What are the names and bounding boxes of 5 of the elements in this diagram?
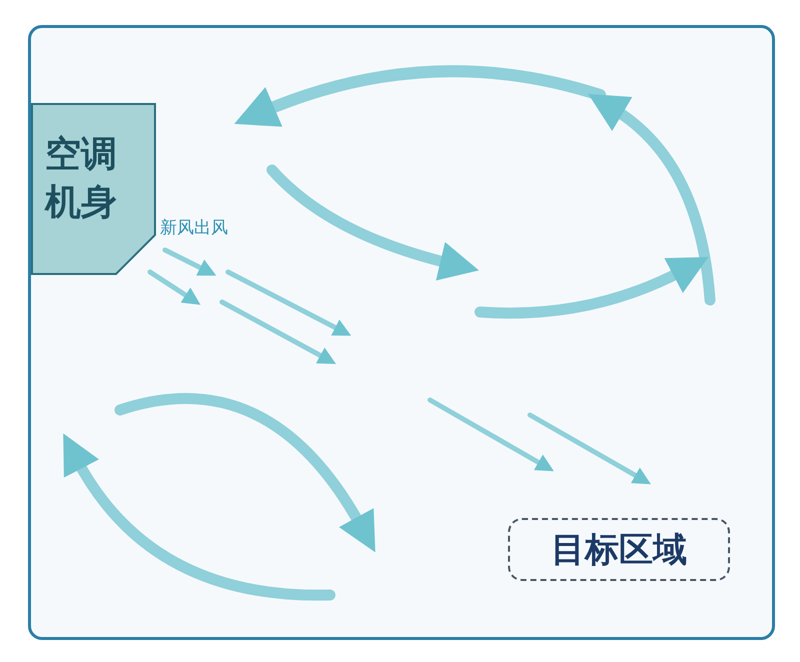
room-outline — [28, 25, 775, 640]
air-conditioner-panel — [31, 103, 156, 275]
zone-label: 目标区域 — [551, 528, 687, 572]
dashed-zone-box — [508, 518, 730, 581]
unit-label: 空调机身 — [45, 133, 118, 225]
